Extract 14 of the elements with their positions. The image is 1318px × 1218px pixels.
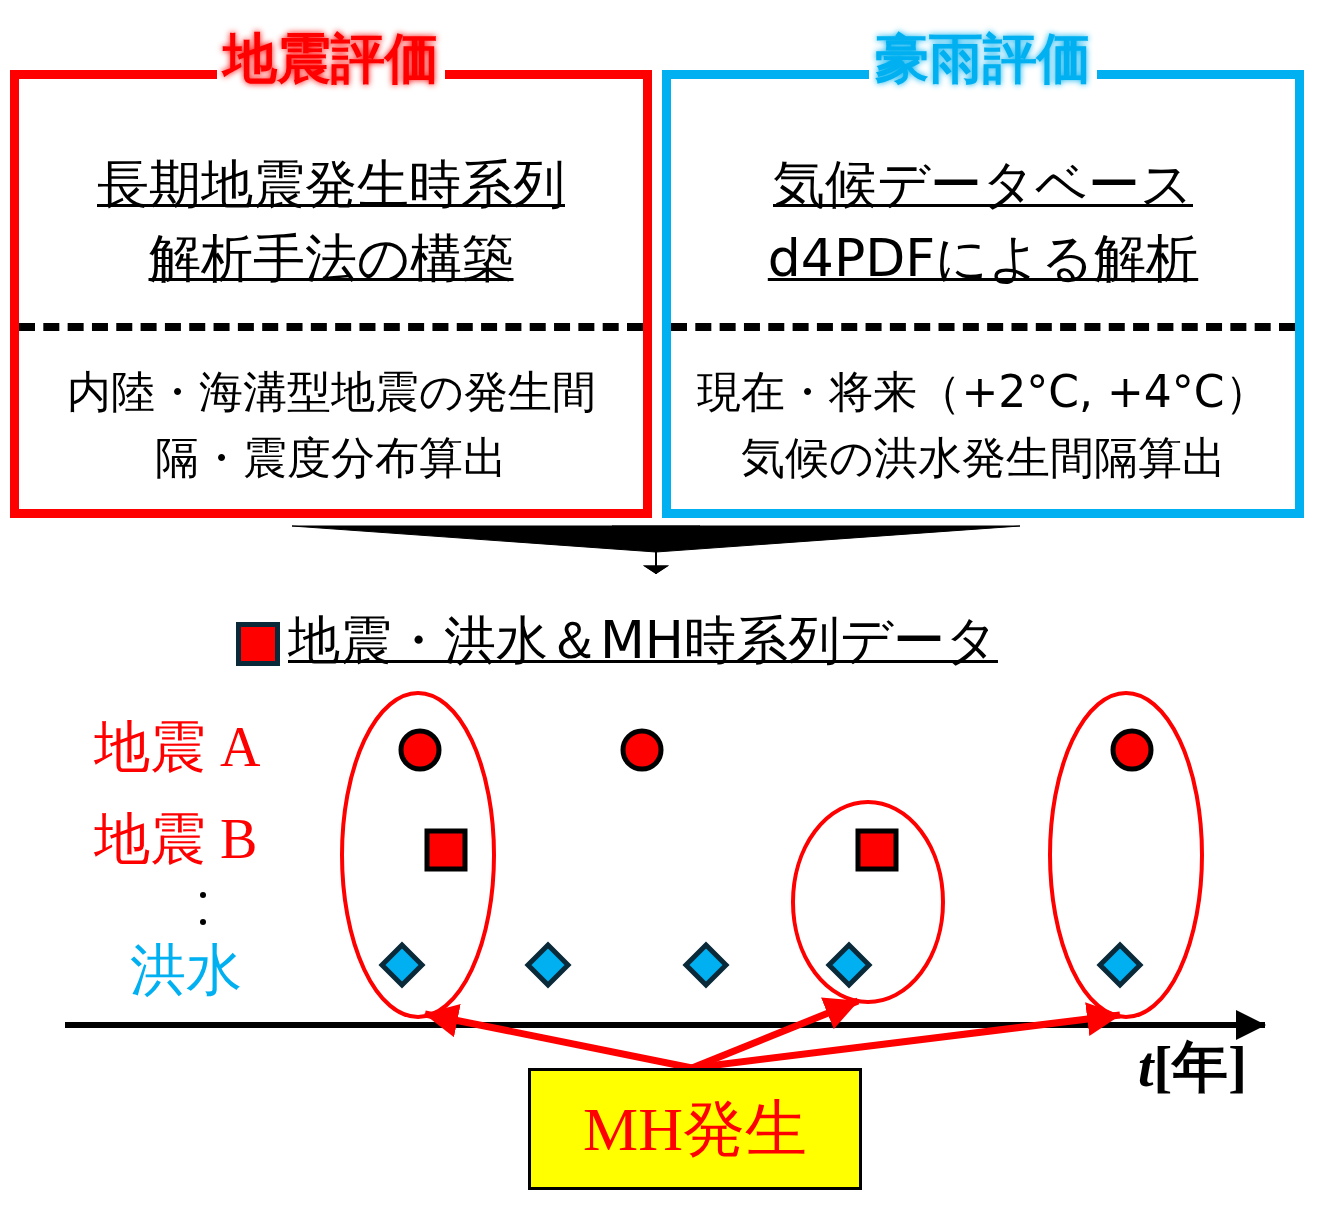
axis-label: t[年]	[1138, 1035, 1247, 1100]
group-ellipse	[340, 691, 496, 1019]
group-ellipse	[1048, 691, 1204, 1019]
description-text: 現在・将来（+2°C, +4°C）気候の洪水発生間隔算出	[696, 365, 1270, 485]
row-label: 地震 A	[94, 715, 261, 780]
row-label: 洪水	[130, 938, 242, 1003]
topic-title: 長期地震発生時系列解析手法の構築	[96, 153, 566, 290]
topic-title: 気候データベースd4PDFによる解析	[766, 153, 1200, 290]
merge-arrow	[611, 525, 1021, 575]
row-label: 地震 B	[94, 807, 258, 872]
group-ellipse	[791, 800, 945, 1004]
section-title: 地震・洪水＆MH時系列データ	[288, 609, 998, 672]
description-text: 内陸・海溝型地震の発生間隔・震度分布算出	[65, 365, 597, 485]
event-box: MH発生	[528, 1068, 862, 1190]
